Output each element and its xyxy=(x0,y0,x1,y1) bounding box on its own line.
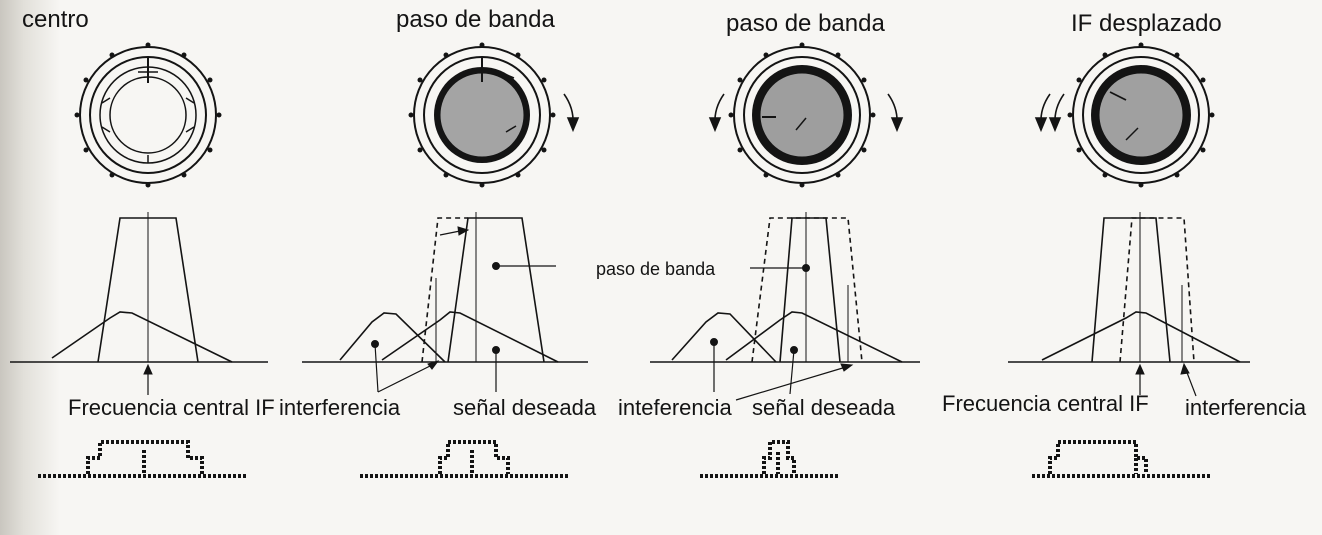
filter-response xyxy=(1008,212,1250,363)
filter-response xyxy=(10,212,268,363)
filter-response xyxy=(302,212,588,363)
panel-title: paso de banda xyxy=(396,6,555,33)
display-if-desplazado xyxy=(1032,440,1212,478)
knob-dots xyxy=(1067,42,1215,188)
panel-if-desplazado: IF desplazado Frecuencia central IF inte… xyxy=(942,0,1306,535)
double-arrow-ccw xyxy=(1034,93,1065,133)
panel-title: centro xyxy=(22,6,89,33)
knob-if-desplazado xyxy=(1072,46,1210,184)
panel-2-drawing xyxy=(302,42,588,478)
label-paso-de-banda: paso de banda xyxy=(596,259,716,279)
label-senal-deseada: señal deseada xyxy=(752,395,896,420)
label-senal-deseada: señal deseada xyxy=(453,395,597,420)
label-frecuencia-central: Frecuencia central IF xyxy=(68,395,275,420)
label-interferencia: interferencia xyxy=(1185,395,1307,420)
rotation-arrow-cw xyxy=(887,93,904,133)
signal-pointer xyxy=(492,262,556,270)
panel-title: paso de banda xyxy=(726,10,885,37)
bandpass-pointer xyxy=(750,264,810,272)
panel-4-drawing xyxy=(1008,42,1250,478)
panel-3-drawing xyxy=(650,42,920,478)
pointer-centro xyxy=(143,363,153,395)
panel-paso-de-banda-1: paso de banda interferencia señal desead… xyxy=(279,0,630,535)
display-paso-banda-1 xyxy=(360,440,568,478)
knob-paso-banda-1 xyxy=(413,46,551,184)
panel-1-drawing xyxy=(10,42,268,478)
knob-dots xyxy=(408,42,556,188)
shift-arrow xyxy=(439,226,470,236)
label-interferencia: interferencia xyxy=(279,395,401,420)
display-paso-banda-2 xyxy=(700,440,840,478)
knob-dots xyxy=(728,42,876,188)
rotation-arrow-cw xyxy=(563,93,580,133)
panel-paso-de-banda-2: paso de banda paso de banda inteferencia… xyxy=(596,0,960,535)
knob-paso-banda-2 xyxy=(733,46,871,184)
rotation-arrow-ccw xyxy=(708,93,725,133)
annotation-leaders xyxy=(371,340,500,393)
annotation-leaders xyxy=(710,338,854,401)
label-inteferencia: inteferencia xyxy=(618,395,732,420)
panel-title: IF desplazado xyxy=(1071,10,1222,37)
scan-edge xyxy=(0,0,60,535)
knob-dots xyxy=(74,42,222,188)
panel-centro: centro Frecuencia central IF xyxy=(0,0,330,535)
pointer-if-center xyxy=(1135,363,1145,395)
pointer-interferencia xyxy=(1180,362,1197,397)
label-frecuencia-central: Frecuencia central IF xyxy=(942,391,1149,416)
knob-centro xyxy=(79,46,217,184)
display-centro xyxy=(38,440,246,478)
filter-response xyxy=(650,212,920,363)
